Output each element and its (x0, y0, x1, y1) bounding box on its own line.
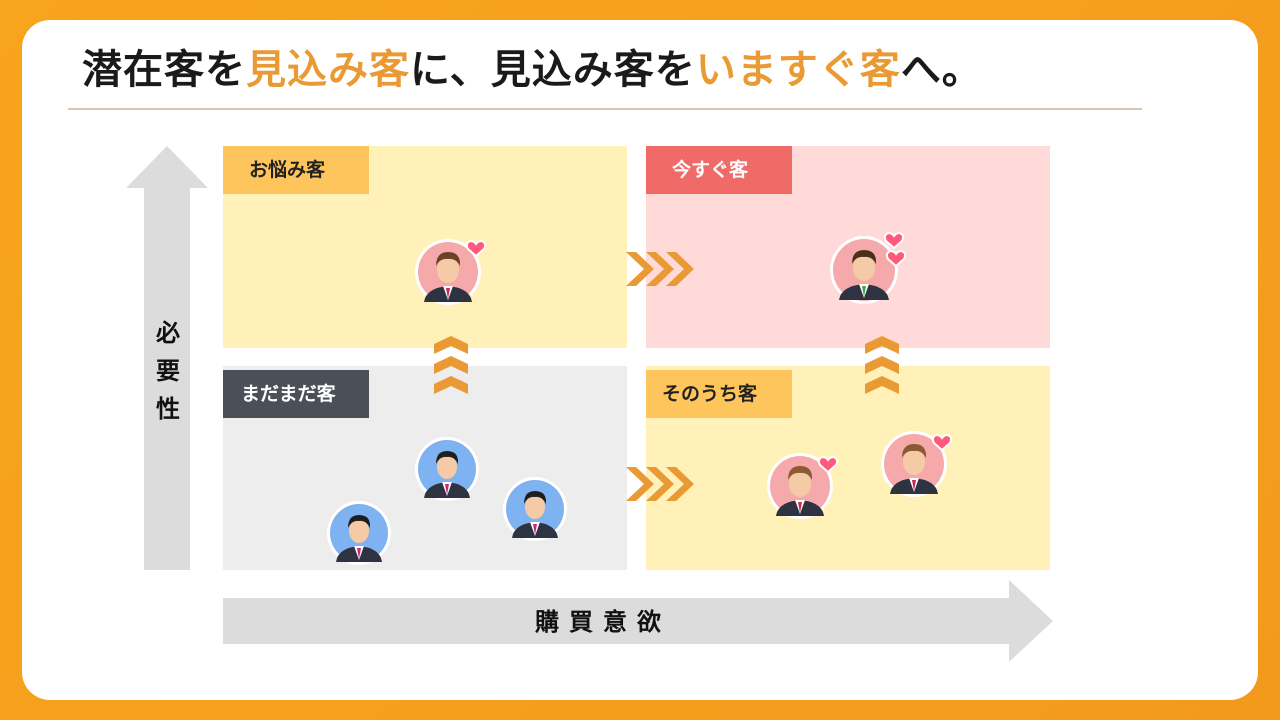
label-worried: お悩み客 (223, 146, 369, 194)
chevron-icon (626, 252, 694, 286)
x-axis-arrow (223, 580, 1053, 662)
chevron-icon (434, 336, 468, 394)
y-axis-label: 必 要 性 (156, 319, 180, 423)
title-part-1: 潜在客を (82, 47, 246, 93)
person-icon (767, 453, 838, 519)
person-icon (327, 501, 391, 565)
label-someday: そのうち客 (646, 370, 792, 418)
x-axis-label: 購買意欲 (535, 608, 671, 636)
chevron-icon (865, 336, 899, 394)
person-icon (881, 431, 952, 497)
chevron-icon (626, 467, 694, 501)
label-now: 今すぐ客 (646, 146, 792, 194)
title-divider (68, 108, 1142, 110)
title-part-5: へ。 (900, 47, 983, 93)
title-part-4: いますぐ客 (695, 47, 901, 93)
person-icon (503, 477, 567, 541)
title-part-3: に、見込み客を (410, 47, 696, 93)
title-part-2: 見込み客 (246, 47, 410, 93)
person-icon (415, 437, 479, 501)
person-icon (830, 232, 906, 304)
label-not-yet: まだまだ客 (223, 370, 369, 418)
y-axis-arrow (126, 146, 208, 570)
slide-card (22, 20, 1258, 700)
person-icon (415, 239, 486, 305)
slide-title: 潜在客を見込み客に、見込み客をいますぐ客へ。 (82, 42, 983, 98)
